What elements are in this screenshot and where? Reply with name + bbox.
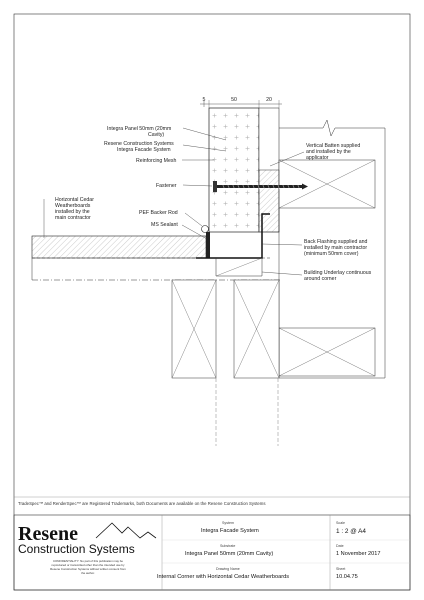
system-value: Integra Facade System bbox=[201, 528, 259, 534]
callout-cedar-4: main contractor bbox=[55, 215, 91, 221]
drawing-name-label: Drawing Name bbox=[216, 567, 240, 571]
integra-panel bbox=[208, 107, 260, 233]
drawing-name-value: Internal Corner with Horizontal Cedar We… bbox=[157, 574, 289, 580]
trademark-note: TradeSpec™ and RenderSpec™ are Registere… bbox=[18, 501, 266, 506]
leaders bbox=[43, 127, 305, 276]
dim-50: 50 bbox=[231, 97, 237, 103]
sheet-value: 10.04.75 bbox=[336, 574, 358, 580]
back-flashing bbox=[196, 213, 270, 259]
flashing-return bbox=[215, 258, 263, 277]
callout-reinforcing-mesh: Reinforcing Mesh bbox=[136, 158, 176, 164]
callout-integra-panel-2: Cavity) bbox=[148, 132, 164, 138]
callout-pef-backer-rod: PEF Backer Rod bbox=[139, 210, 178, 216]
callout-cedar-3: installed by the bbox=[55, 209, 90, 215]
title-block: Resene Construction Systems CONFIDENTIAL… bbox=[13, 514, 411, 591]
callout-flashing-2: installed by main contractor bbox=[304, 245, 367, 251]
stud-diagonal bbox=[233, 279, 280, 379]
substrate-value: Integra Panel 50mm (20mm Cavity) bbox=[185, 551, 273, 557]
dim-20: 20 bbox=[266, 97, 272, 103]
callout-ms-sealant: MS Sealant bbox=[151, 222, 178, 228]
sealant-joint bbox=[206, 232, 210, 258]
scale-value: 1 : 2 @ A4 bbox=[336, 528, 366, 535]
brand-subtitle: Construction Systems bbox=[18, 542, 135, 556]
callout-resene-2: Integra Facade System bbox=[117, 147, 171, 153]
cedar-weatherboard bbox=[31, 235, 207, 259]
callout-fastener: Fastener bbox=[156, 183, 177, 189]
callout-underlay-2: around corner bbox=[304, 276, 337, 282]
confidentiality-3: Resene Construction Systems without writ… bbox=[50, 567, 126, 571]
dim-5: 5 bbox=[203, 97, 206, 103]
confidentiality-4: the author. bbox=[81, 571, 95, 575]
callout-batten-3: applicator bbox=[306, 155, 329, 161]
resene-logo: Resene Construction Systems bbox=[18, 522, 157, 556]
timber-diagonal bbox=[278, 159, 376, 209]
callout-batten-1: Vertical Batten supplied bbox=[306, 143, 360, 149]
confidentiality-1: CONFIDENTIALITY: No part of this publica… bbox=[53, 559, 123, 563]
construction-detail: 5 50 20 Integra Panel 50mm (20mm Cavity)… bbox=[31, 97, 386, 446]
logo-roofline-icon bbox=[95, 522, 157, 539]
scale-label: Scale bbox=[336, 521, 345, 525]
date-value: 1 November 2017 bbox=[336, 551, 380, 557]
dimension-string: 5 50 20 bbox=[200, 97, 282, 107]
callout-cedar-1: Horizontal Cedar bbox=[55, 197, 94, 203]
callout-flashing-3: (minimum 50mm cover) bbox=[304, 251, 359, 257]
backer-rod bbox=[201, 225, 209, 233]
callout-integra-panel-1: Integra Panel 50mm (20mm bbox=[107, 126, 171, 132]
callout-cedar-2: Weatherboards bbox=[55, 203, 91, 209]
date-label: Date bbox=[336, 544, 344, 548]
callout-flashing-1: Back Flashing supplied and bbox=[304, 239, 368, 245]
stud-diagonal bbox=[171, 279, 217, 379]
sheet-label: Sheet bbox=[336, 567, 345, 571]
callout-underlay-1: Building Underlay continuous bbox=[304, 270, 372, 276]
substrate-label: Substrate bbox=[220, 544, 235, 548]
system-label: System bbox=[222, 521, 234, 525]
break-line bbox=[265, 119, 385, 137]
flashing-hatch bbox=[215, 257, 263, 277]
confidentiality-2: reproduced or transmitted other than the… bbox=[52, 563, 126, 567]
brand-name: Resene bbox=[18, 523, 78, 545]
callout-resene-1: Resene Construction Systems bbox=[104, 141, 174, 147]
fastener bbox=[213, 181, 308, 192]
timber-diagonal bbox=[278, 327, 376, 377]
callout-batten-2: and installed by the bbox=[306, 149, 351, 155]
